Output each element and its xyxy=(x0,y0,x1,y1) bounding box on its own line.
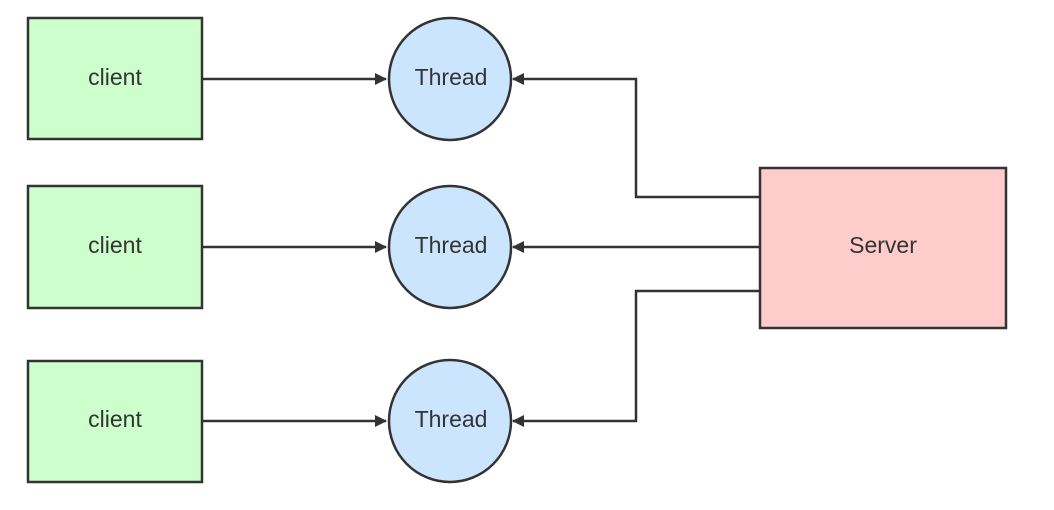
thread-node-1: Thread xyxy=(387,16,513,142)
thread-circle xyxy=(387,184,513,310)
thread-circle xyxy=(387,16,513,142)
client-box xyxy=(26,184,204,310)
thread-node-3: Thread xyxy=(387,358,513,484)
client-label: client xyxy=(88,232,142,258)
server-node: Server xyxy=(758,166,1008,330)
client-label: client xyxy=(88,64,142,90)
client-label: client xyxy=(88,406,142,432)
client-box xyxy=(26,16,204,141)
server-box xyxy=(758,166,1008,330)
thread-label: Thread xyxy=(415,406,488,432)
thread-node-2: Thread xyxy=(387,184,513,310)
edge-server-to-thread-1 xyxy=(512,73,759,199)
server-label: Server xyxy=(849,232,917,258)
client-node-2: client xyxy=(26,184,204,310)
client-node-3: client xyxy=(26,359,204,484)
thread-label: Thread xyxy=(415,64,488,90)
client-node-1: client xyxy=(26,16,204,141)
client-box xyxy=(26,359,204,484)
thread-label: Thread xyxy=(415,232,488,258)
edge-server-to-thread-3 xyxy=(512,289,759,427)
thread-circle xyxy=(387,358,513,484)
